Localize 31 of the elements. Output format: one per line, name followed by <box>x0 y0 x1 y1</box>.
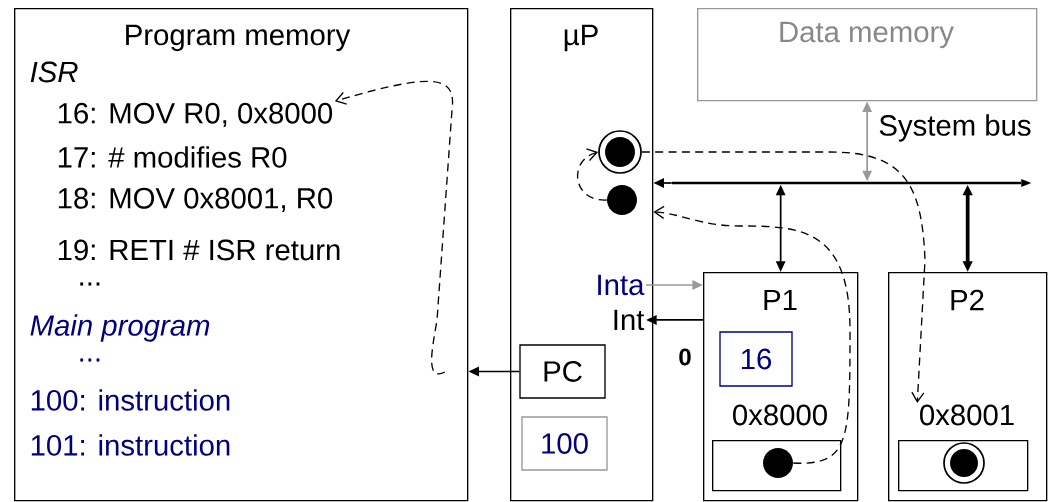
section-heading: Main program <box>30 314 210 342</box>
code-line: 18: MOV 0x8001, R0 <box>58 187 333 213</box>
memory-box: Data memory <box>697 8 1038 102</box>
dashed-arrow <box>653 205 851 464</box>
flag-circle <box>607 185 637 215</box>
code-line: 101: instruction <box>31 434 230 456</box>
ellipsis: ... <box>80 282 100 286</box>
register-box: 16 <box>719 331 793 387</box>
code-line: 17: # modifies R0 <box>58 146 287 168</box>
register-box <box>898 440 1029 492</box>
code-line: 16: MOV R0, 0x8000 <box>58 102 333 128</box>
register-box <box>712 440 842 492</box>
address-label: 0x8000 <box>733 404 827 426</box>
signal-label: Inta <box>598 274 645 296</box>
flag-circle <box>763 448 793 478</box>
register-box: PC <box>519 344 606 399</box>
section-heading: ISR <box>30 61 78 83</box>
flag-circle <box>598 130 642 174</box>
code-line: 19: RETI # ISR return <box>58 239 340 261</box>
system-bus <box>672 179 1032 187</box>
code-line: 100: instruction <box>31 389 230 411</box>
flag-circle <box>943 442 985 484</box>
index-label: 0 <box>679 348 691 366</box>
register-box: 100 <box>521 416 608 471</box>
signal-label: Int <box>614 309 645 331</box>
bus-label: System bus <box>879 114 1031 142</box>
dashed-arrow <box>576 148 608 201</box>
dashed-arrow <box>641 151 926 403</box>
dashed-arrow <box>334 80 454 375</box>
ellipsis: ... <box>80 358 100 362</box>
address-label: 0x8001 <box>920 404 1014 426</box>
